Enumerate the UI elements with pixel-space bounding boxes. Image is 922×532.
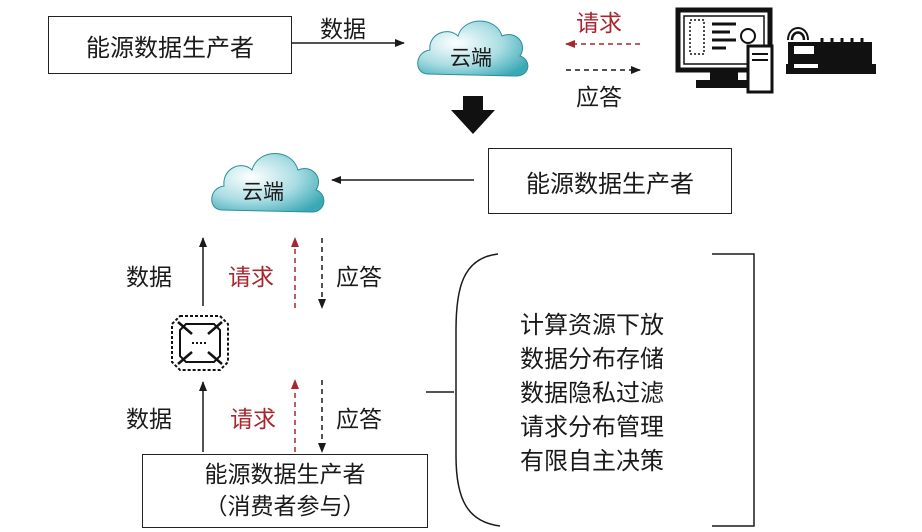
upper-request-label: 请求 bbox=[228, 265, 274, 291]
top-data-label: 数据 bbox=[320, 17, 366, 43]
edge-function-item: 有限自主决策 bbox=[520, 447, 664, 475]
prosumer-line1: 能源数据生产者 bbox=[204, 462, 366, 488]
top-response-label: 应答 bbox=[576, 85, 622, 111]
middle-cloud-label: 云端 bbox=[242, 180, 284, 204]
computer-icon bbox=[675, 7, 774, 94]
top-request-label: 请求 bbox=[576, 11, 622, 37]
middle-producer-box: 能源数据生产者 bbox=[488, 148, 732, 214]
right-bracket bbox=[712, 253, 755, 527]
prosumer-box: 能源数据生产者 （消费者参与） bbox=[142, 454, 428, 528]
left-brace bbox=[455, 253, 501, 527]
top-cloud-label: 云端 bbox=[450, 46, 492, 70]
edge-device-icon bbox=[171, 315, 229, 371]
edge-function-item: 数据隐私过滤 bbox=[520, 379, 664, 407]
cloud-icon bbox=[417, 20, 529, 77]
prosumer-line2: （消费者参与） bbox=[204, 494, 366, 520]
edge-functions-list: 计算资源下放 数据分布存储 数据隐私过滤 请求分布管理 有限自主决策 bbox=[520, 308, 730, 478]
edge-function-item: 计算资源下放 bbox=[520, 311, 664, 339]
upper-data-label: 数据 bbox=[126, 265, 172, 291]
top-producer-label: 能源数据生产者 bbox=[86, 33, 254, 62]
upper-response-label: 应答 bbox=[336, 265, 382, 291]
edge-function-item: 请求分布管理 bbox=[520, 413, 664, 441]
top-producer-box: 能源数据生产者 bbox=[48, 16, 292, 74]
lower-response-label: 应答 bbox=[336, 407, 382, 433]
lower-data-label: 数据 bbox=[126, 407, 172, 433]
router-icon bbox=[786, 27, 876, 74]
cloud-icon bbox=[211, 153, 325, 213]
edge-function-item: 数据分布存储 bbox=[520, 345, 664, 373]
middle-producer-label: 能源数据生产者 bbox=[526, 169, 694, 198]
lower-request-label: 请求 bbox=[230, 407, 276, 433]
down-arrow-icon bbox=[451, 96, 495, 134]
